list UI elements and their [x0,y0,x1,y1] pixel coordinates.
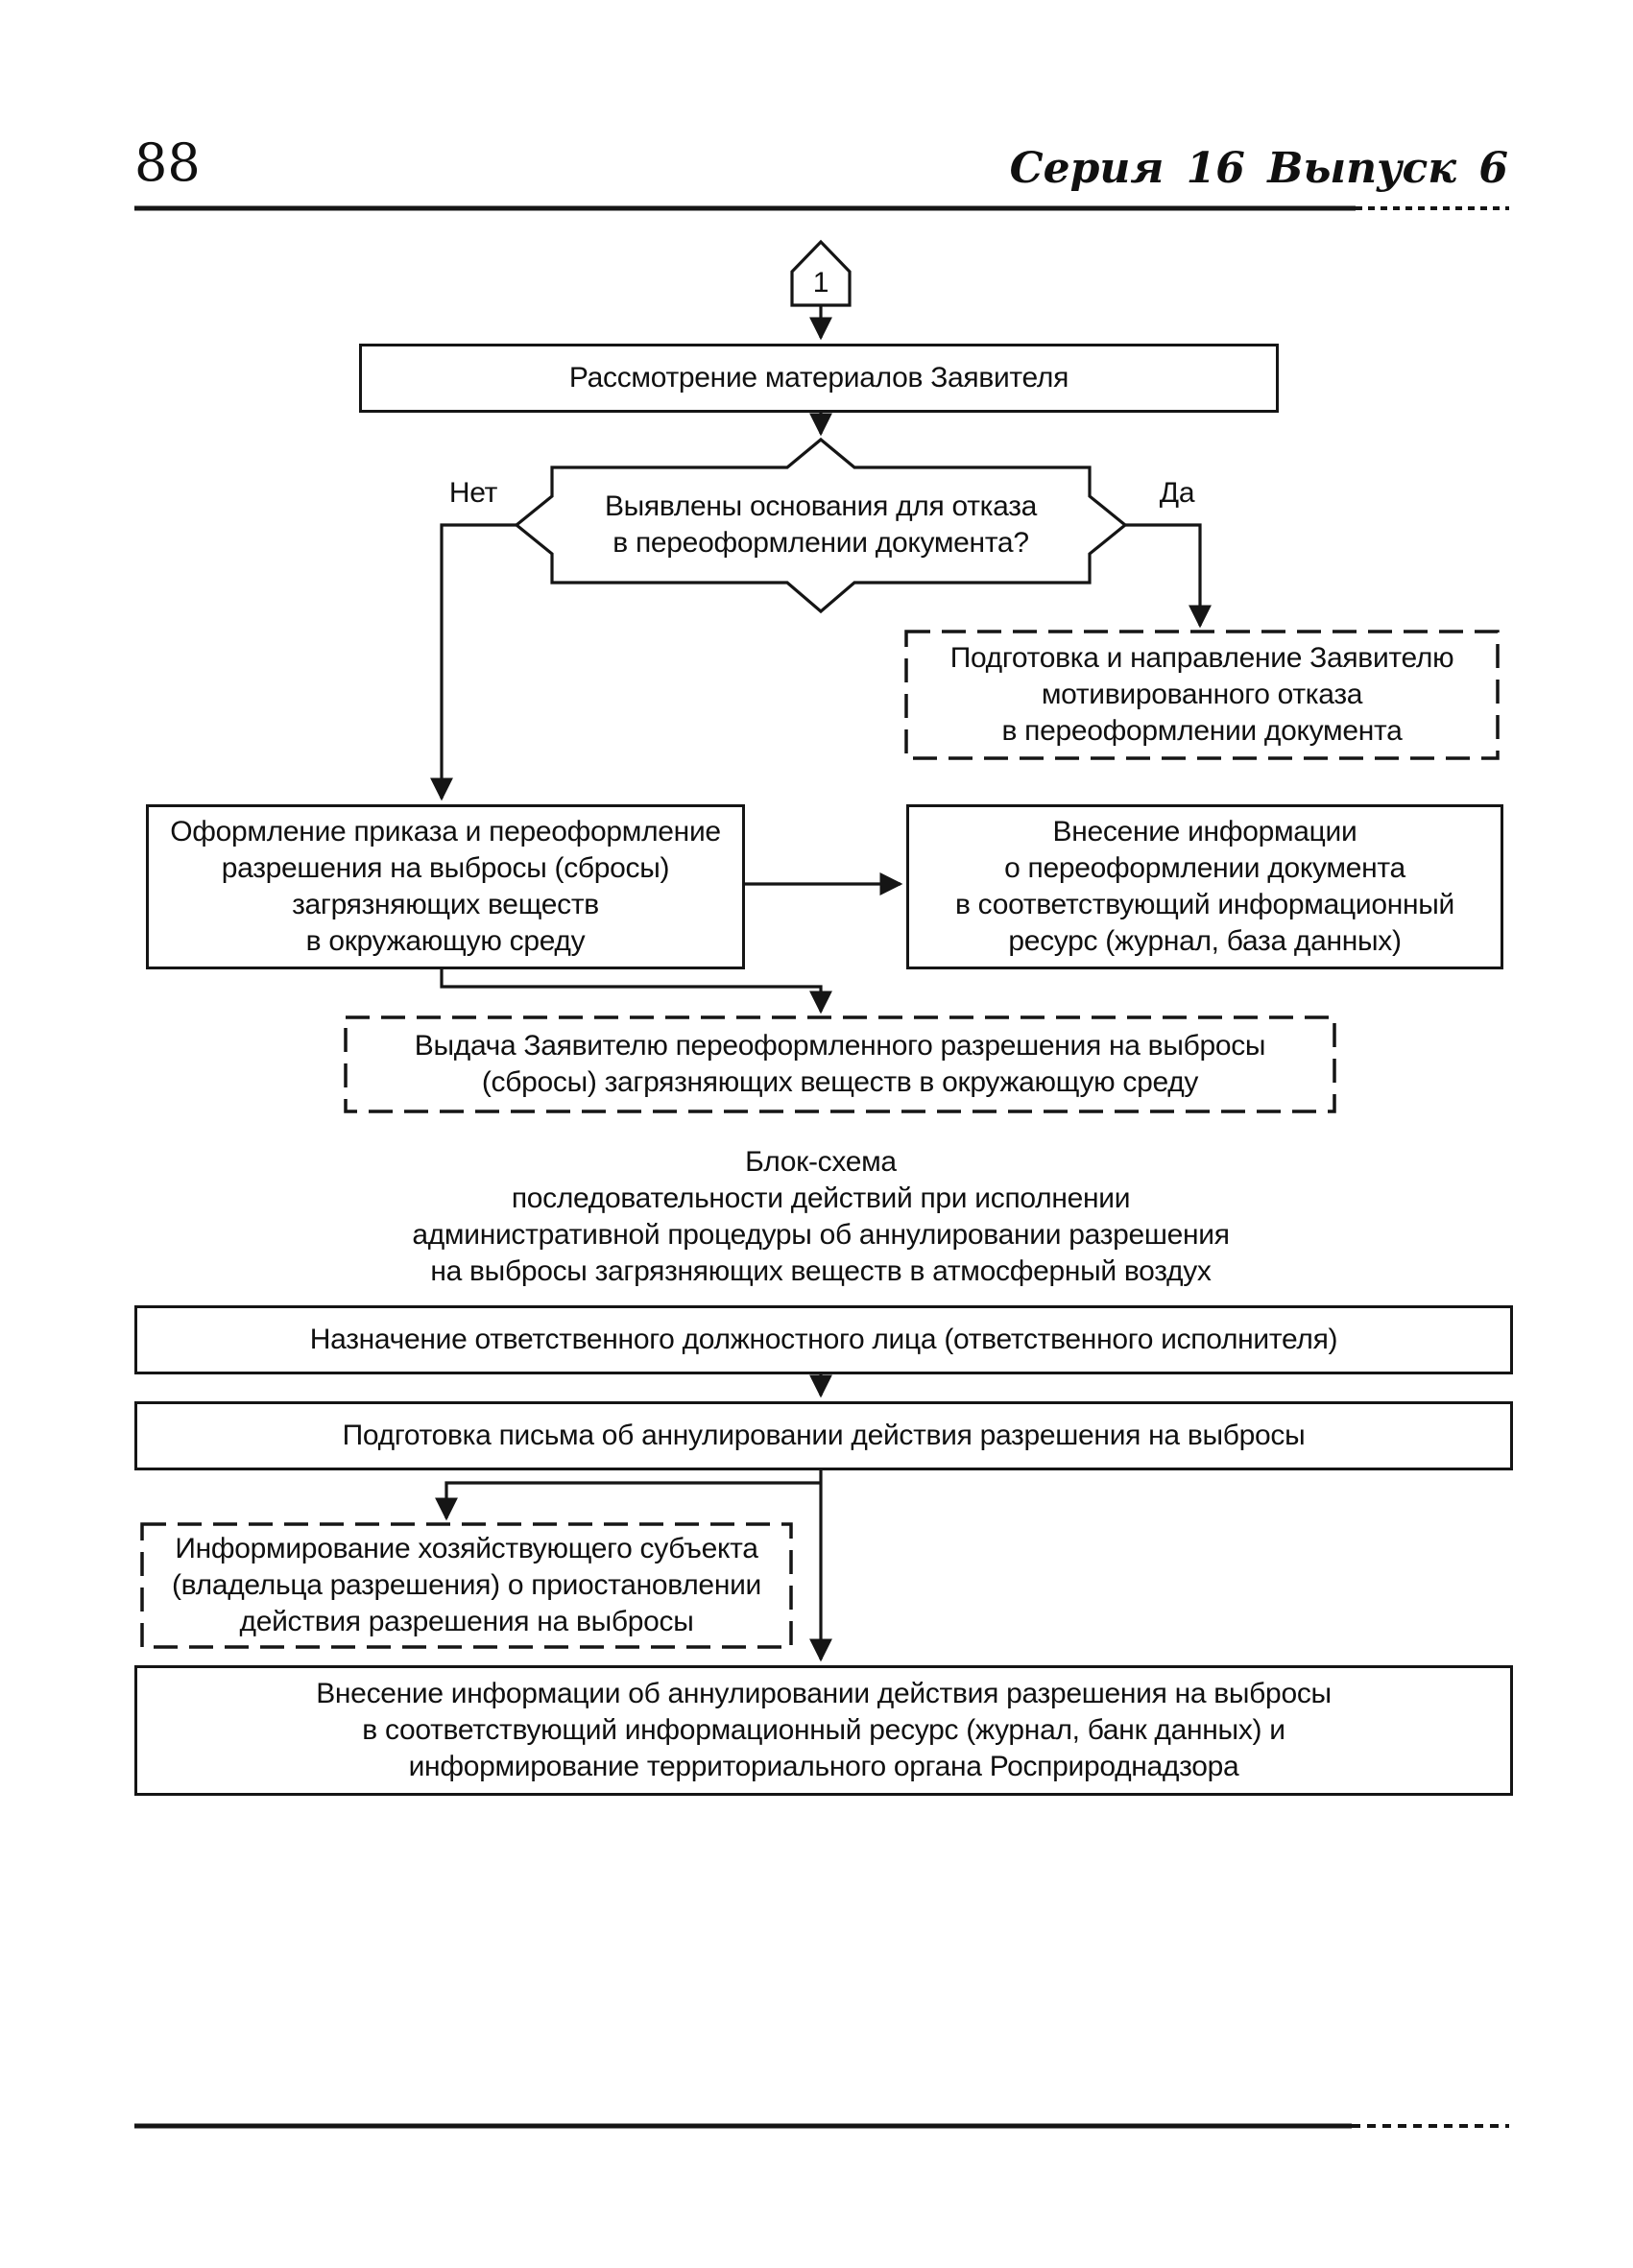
decision-line: в переоформлении документа? [612,527,1029,559]
issue-box: Выдача Заявителю переоформленного разреш… [346,1017,1334,1111]
record-line: Внесение информации об аннулировании дей… [316,1678,1332,1709]
refusal-box: Подготовка и направление Заявителю мотив… [906,632,1498,758]
yes-branch-label: Да [1159,477,1195,509]
refusal-line: в переоформлении документа [1001,715,1403,747]
issue-line: Выдача Заявителю переоформленного разреш… [414,1030,1266,1062]
letter-box: Подготовка письма об аннулировании дейст… [134,1401,1513,1470]
title-line: последовательности действий при исполнен… [511,1182,1131,1214]
info-line: ресурс (журнал, база данных) [1008,925,1402,957]
order-line: загрязняющих веществ [292,889,599,920]
refusal-line: Подготовка и направление Заявителю [949,642,1454,674]
inform-line: (владельца разрешения) о приостановлении [171,1569,762,1601]
header-series-title: Серия 16 Выпуск 6 [1009,144,1508,193]
issue-box-outline [344,1015,1336,1113]
refusal-box-outline [904,630,1500,760]
order-box: Оформление приказа и переоформление разр… [146,804,745,969]
arrow-yes-branch [1125,523,1212,629]
info-line: Внесение информации [1052,816,1357,848]
title-line: на выбросы загрязняющих веществ в атмосф… [430,1255,1212,1287]
order-line: разрешения на выбросы (сбросы) [221,852,670,884]
annul-flowchart-title: Блок-схема последовательности действий п… [230,1142,1411,1292]
record-line: информирование территориального органа Р… [408,1751,1239,1782]
offpage-connector-shape [790,239,852,307]
offpage-connector-label: 1 [812,267,829,298]
arrow-no-branch [430,523,516,801]
assign-box: Назначение ответственного должностного л… [134,1305,1513,1374]
arrow-order-to-issue [440,966,832,1015]
record-box: Внесение информации об аннулировании дей… [134,1665,1513,1796]
refusal-line: мотивированного отказа [1041,679,1363,710]
review-box: Рассмотрение материалов Заявителя [359,344,1279,413]
page-number: 88 [134,132,201,193]
title-line: административной процедуры об аннулирова… [412,1219,1230,1251]
record-line: в соответствующий информационный ресурс … [362,1714,1285,1746]
inform-line: действия разрешения на выбросы [239,1606,694,1637]
info-line: в соответствующий информационный [955,889,1454,920]
order-line: Оформление приказа и переоформление [170,816,721,848]
issue-line: (сбросы) загрязняющих веществ в окружающ… [481,1066,1199,1098]
order-line: в окружающую среду [305,925,586,957]
inform-box: Информирование хозяйствующего субъекта (… [142,1524,791,1647]
decision-line: Выявлены основания для отказа [604,490,1038,522]
title-line: Блок-схема [745,1146,897,1178]
no-branch-label: Нет [448,477,498,509]
arrow-letter-to-inform [435,1481,821,1521]
info-line: о переоформлении документа [1004,852,1405,884]
inform-box-outline [140,1522,793,1649]
decision-shape [514,437,1128,614]
decision-label: Выявлены основания для отказа в переофор… [562,472,1080,578]
inform-line: Информирование хозяйствующего субъекта [175,1533,758,1564]
info-box: Внесение информации о переоформлении док… [906,804,1503,969]
